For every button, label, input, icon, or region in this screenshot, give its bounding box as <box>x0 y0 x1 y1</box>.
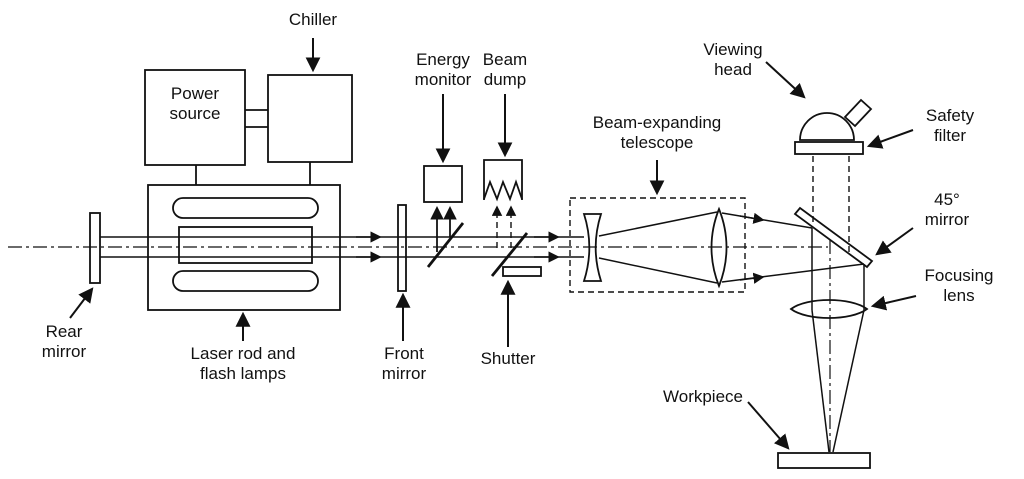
viewing-head-shape <box>799 98 873 141</box>
label-chiller: Chiller <box>288 10 338 29</box>
laser-head-box <box>147 184 341 311</box>
monitor-pickoff-path <box>430 205 457 252</box>
label-focusing-lens: Focusing lens <box>924 266 994 306</box>
dump-path <box>491 205 517 248</box>
optical-axis <box>8 240 831 452</box>
label-45-mirror: 45° mirror <box>924 190 970 230</box>
mirror-45-arrow <box>875 227 914 256</box>
power-source-box <box>144 69 246 185</box>
rear-mirror-arrow <box>69 287 94 319</box>
label-shutter: Shutter <box>480 349 536 368</box>
label-safety-filter: Safety filter <box>925 106 975 146</box>
shutter-shape <box>490 232 542 277</box>
safety-filter-arrow <box>866 129 914 149</box>
label-telescope: Beam-expanding telescope <box>592 113 722 153</box>
energy-monitor-box <box>423 165 465 268</box>
workpiece-arrow <box>747 401 790 450</box>
label-workpiece: Workpiece <box>663 387 743 406</box>
label-power-source: Power source <box>169 84 221 124</box>
label-front-mirror: Front mirror <box>381 344 427 384</box>
viewing-path <box>812 156 850 252</box>
viewing-head-arrow <box>765 61 806 99</box>
focusing-lens-arrow <box>870 295 917 311</box>
mirror-45-shape <box>793 206 874 269</box>
telescope-box <box>569 197 746 293</box>
label-beam-dump: Beam dump <box>482 50 528 90</box>
chiller-box <box>245 74 353 185</box>
safety-filter-shape <box>794 141 864 155</box>
label-viewing-head: Viewing head <box>703 40 763 80</box>
rear-mirror-shape <box>89 212 101 284</box>
focusing-lens-shape <box>789 299 869 319</box>
beam-dump-shape <box>483 159 523 202</box>
label-energy-monitor: Energy monitor <box>414 50 472 90</box>
front-mirror-shape <box>397 204 407 292</box>
label-arrows <box>69 38 917 450</box>
label-laser-rod: Laser rod and flash lamps <box>190 344 296 384</box>
beam-path <box>100 211 865 453</box>
label-rear-mirror: Rear mirror <box>41 322 87 362</box>
workpiece-shape <box>777 452 871 469</box>
